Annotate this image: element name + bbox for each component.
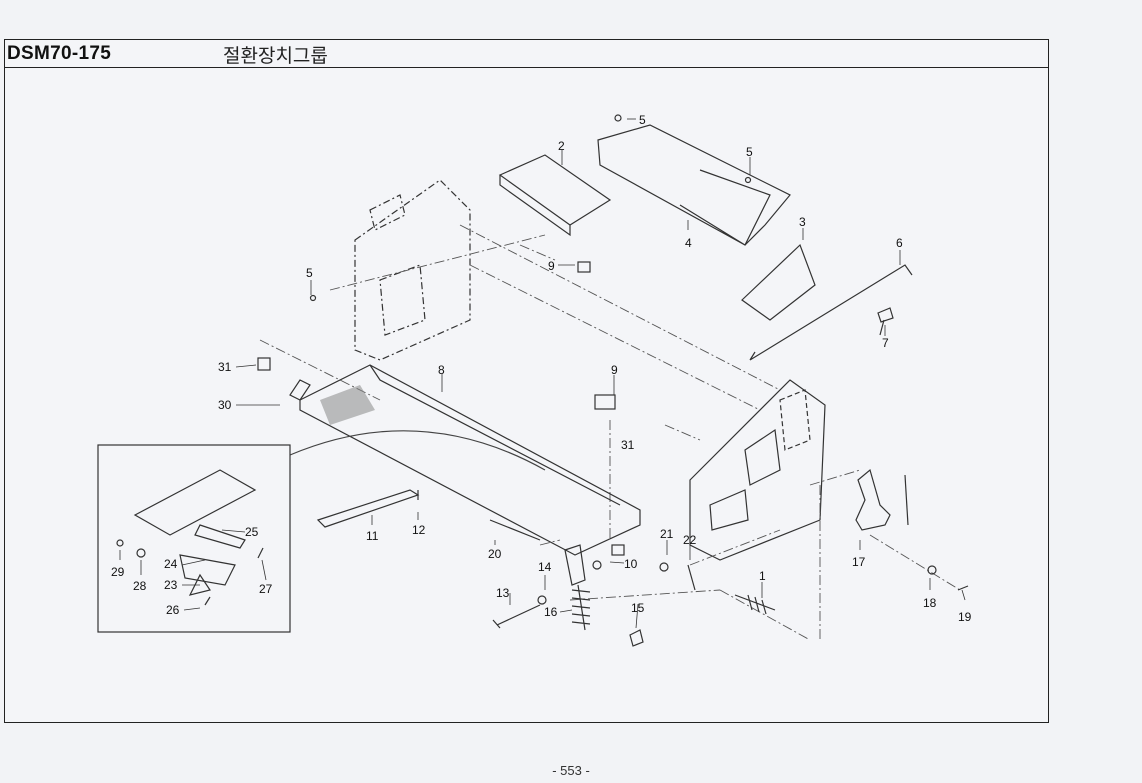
callout-18: 18 xyxy=(923,596,937,610)
callout-12: 12 xyxy=(412,523,426,537)
callout-25: 25 xyxy=(245,525,259,539)
callout-10: 10 xyxy=(624,557,638,571)
part-6-rod xyxy=(749,264,913,361)
part-1-spring xyxy=(734,594,776,615)
callout-11: 11 xyxy=(366,529,379,543)
callout-22: 22 xyxy=(683,533,697,547)
callout-5-right: 5 xyxy=(746,145,753,159)
group-title: 절환장치그룹 xyxy=(223,45,328,67)
callout-16: 16 xyxy=(544,605,558,619)
part-15-bolt xyxy=(629,629,644,647)
callout-29: 29 xyxy=(111,565,125,579)
part-8-main-bracket xyxy=(289,364,641,586)
assembly-guide-lines xyxy=(259,224,961,641)
callout-31-left: 31 xyxy=(218,360,232,374)
part-16-spring xyxy=(571,584,591,631)
callout-4: 4 xyxy=(685,236,692,250)
callout-5-left: 5 xyxy=(306,266,313,280)
part-3-plate xyxy=(741,243,816,321)
left-side-frame xyxy=(354,179,471,361)
callout-21: 21 xyxy=(660,527,674,541)
part-2-cover-plate xyxy=(498,154,612,237)
part-11-strip xyxy=(316,489,420,528)
callout-31-right: 31 xyxy=(621,438,635,452)
diagram-frame: DSM70-175 절환장치그룹 xyxy=(4,39,1049,723)
callout-1: 1 xyxy=(759,569,766,583)
model-number: DSM70-175 xyxy=(7,43,112,64)
callout-19: 19 xyxy=(958,610,972,624)
part-13-bolt xyxy=(492,604,541,629)
part-17-lever xyxy=(855,468,891,531)
inset-guide-arc xyxy=(289,430,546,471)
page-header: DSM70-175 절환장치그룹 xyxy=(5,40,1048,68)
leader-lines xyxy=(119,118,966,629)
right-side-frame xyxy=(689,379,826,561)
page-number: - 553 - xyxy=(552,763,590,778)
callout-14: 14 xyxy=(538,560,552,574)
callout-9-top: 9 xyxy=(548,259,555,273)
inset-bracket-parts xyxy=(133,469,257,596)
callout-8: 8 xyxy=(438,363,445,377)
callout-3: 3 xyxy=(799,215,806,229)
callout-13: 13 xyxy=(496,586,510,600)
callout-7: 7 xyxy=(882,336,889,350)
callout-27: 27 xyxy=(259,582,273,596)
part-20-pin xyxy=(489,519,541,541)
callout-26: 26 xyxy=(166,603,180,617)
callout-28: 28 xyxy=(133,579,147,593)
part-4-long-cover xyxy=(597,124,791,246)
callout-23: 23 xyxy=(164,578,178,592)
callout-2: 2 xyxy=(558,139,565,153)
callout-15: 15 xyxy=(631,601,645,615)
callout-5-top: 5 xyxy=(639,113,646,127)
callout-17: 17 xyxy=(852,555,866,569)
callout-9-bottom: 9 xyxy=(611,363,618,377)
callout-20: 20 xyxy=(488,547,502,561)
callout-30: 30 xyxy=(218,398,232,412)
callout-6: 6 xyxy=(896,236,903,250)
callout-labels: 5 2 5 3 4 6 7 5 9 8 9 31 30 31 11 12 20 … xyxy=(111,113,972,624)
part-7-bolt xyxy=(877,307,894,336)
hardware-parts xyxy=(116,114,969,606)
inset-detail-box xyxy=(97,444,291,633)
callout-24: 24 xyxy=(164,557,178,571)
